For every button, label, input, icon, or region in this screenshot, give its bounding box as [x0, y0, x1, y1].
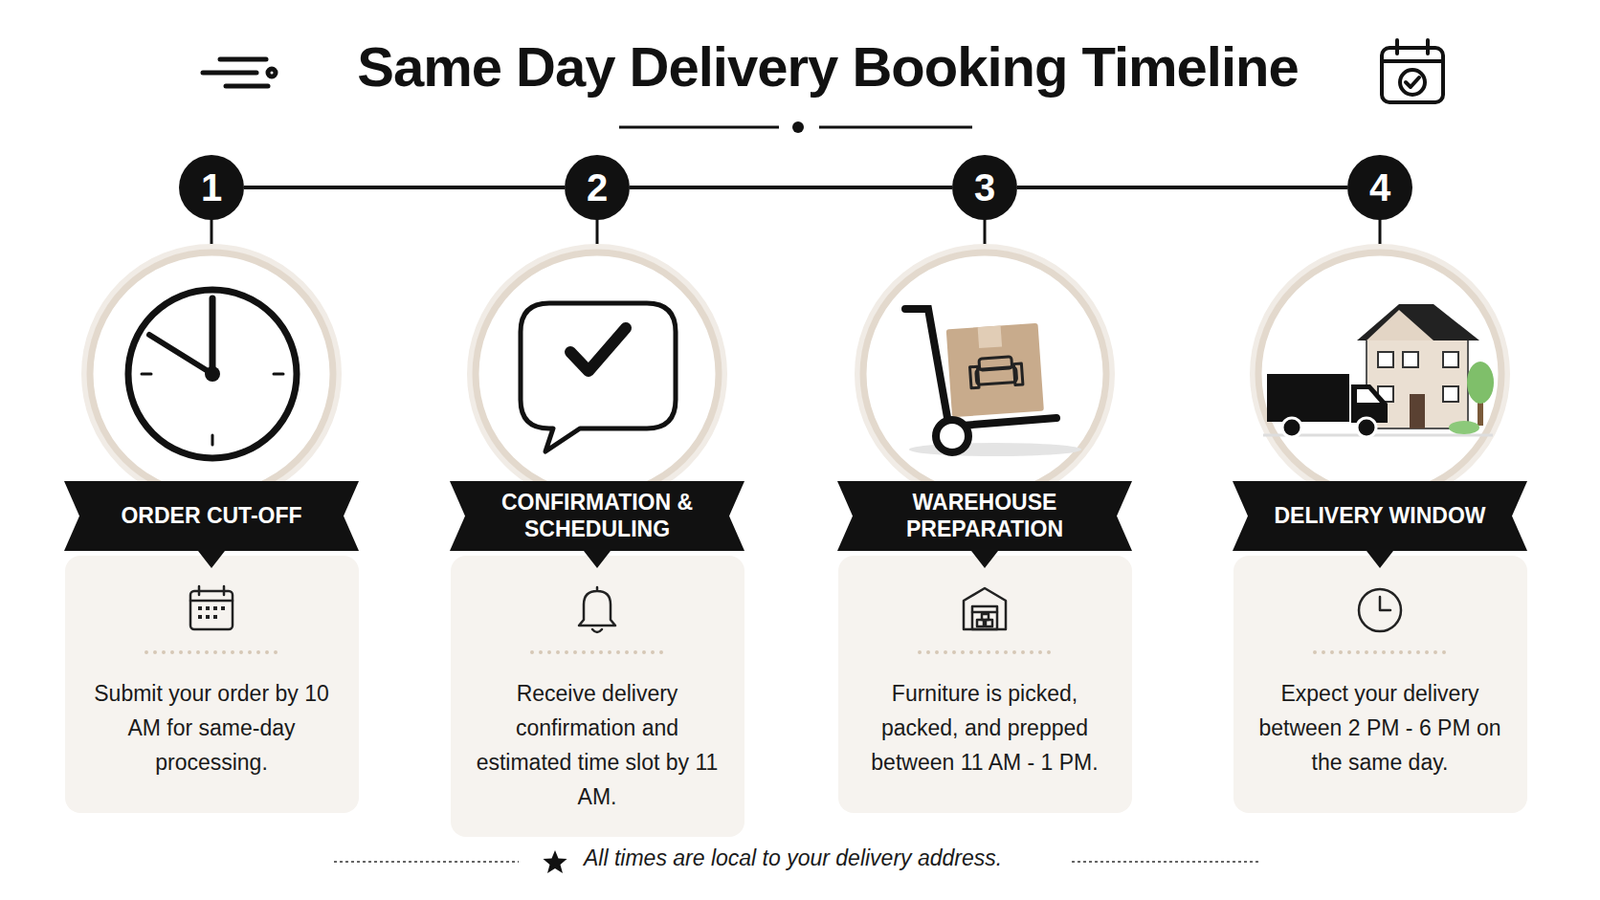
step-heading: WAREHOUSE PREPARATION [874, 489, 1095, 543]
step-banner: CONFIRMATION & SCHEDULING [449, 481, 745, 552]
hand-truck-illustration [905, 309, 1082, 457]
title: Same Day Delivery Booking Timeline [287, 34, 1369, 99]
star-icon [543, 850, 568, 874]
timeline-connector [629, 187, 953, 189]
truck-house-illustration [1263, 304, 1494, 438]
step-card: Receive delivery confirmation and estima… [450, 555, 745, 838]
footnote: All times are local to your delivery add… [583, 845, 1002, 872]
step-banner: WAREHOUSE PREPARATION [837, 481, 1133, 552]
step-banner: ORDER CUT-OFF [64, 481, 359, 552]
step-heading: CONFIRMATION & SCHEDULING [487, 489, 708, 543]
step-number-text: 4 [1369, 166, 1391, 210]
step-number: 1 [178, 155, 245, 221]
step-card: Expect your delivery between 2 PM - 6 PM… [1233, 555, 1528, 814]
title-divider [619, 121, 973, 134]
step-card: Submit your order by 10 AM for same-day … [65, 555, 359, 814]
step-number-text: 1 [200, 166, 223, 210]
calendar-check-icon [1381, 40, 1444, 103]
step-number: 3 [952, 155, 1018, 221]
step-description: Receive delivery confirmation and estima… [450, 555, 745, 815]
timeline-connector [1017, 187, 1348, 189]
step-heading: ORDER CUT-OFF [101, 503, 322, 531]
speed-icon [202, 59, 276, 87]
step-banner: DELIVERY WINDOW [1232, 481, 1528, 552]
clock-illustration [128, 289, 297, 459]
step-number: 2 [564, 155, 630, 221]
step-number: 4 [1347, 155, 1413, 221]
step-heading: DELIVERY WINDOW [1269, 503, 1490, 531]
illustration-rings [84, 246, 1508, 502]
chat-check-illustration [520, 303, 676, 452]
stems [211, 218, 1380, 247]
step-card: Furniture is picked, packed, and prepped… [838, 555, 1133, 814]
step-number-text: 3 [974, 166, 996, 210]
step-number-text: 2 [586, 166, 608, 210]
timeline-connector [244, 187, 565, 189]
step-description: Submit your order by 10 AM for same-day … [65, 555, 359, 780]
